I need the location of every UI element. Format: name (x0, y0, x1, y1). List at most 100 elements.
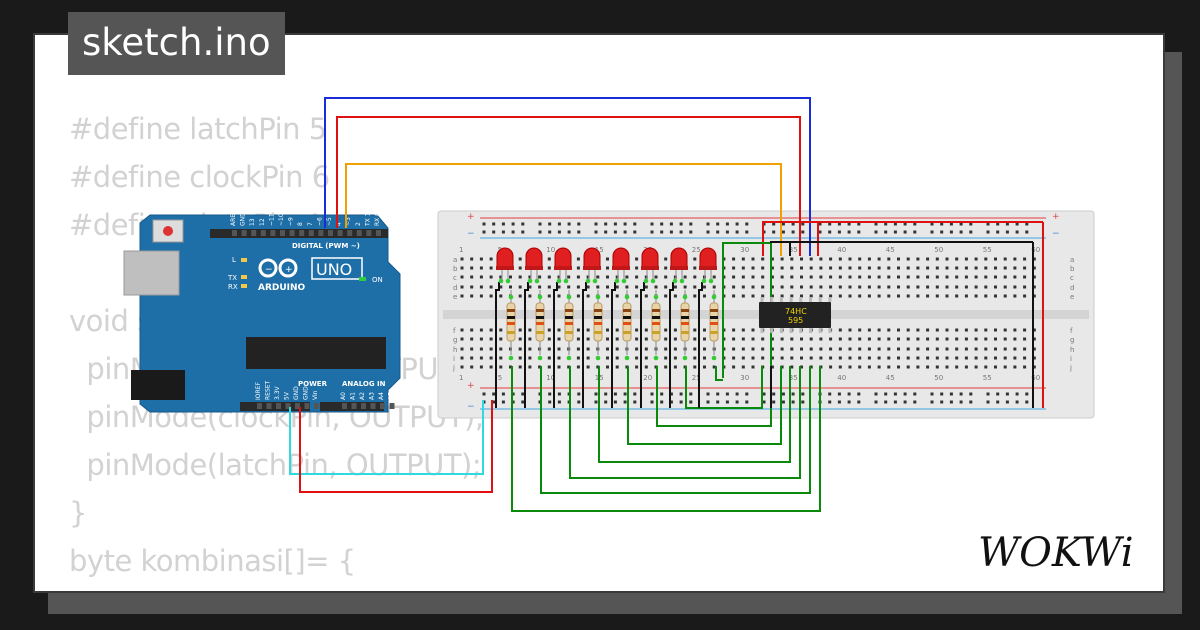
arduino-pin-label: 12 (259, 218, 266, 226)
wire-red-top (336, 116, 801, 256)
resistor[interactable] (506, 290, 516, 361)
led[interactable] (554, 247, 572, 284)
led[interactable] (583, 247, 601, 284)
arduino-pin-label: ~10 (278, 213, 285, 226)
breadboard-row-letter: d (1070, 284, 1074, 292)
led[interactable] (496, 247, 514, 284)
arduino-pin-socket[interactable] (389, 403, 395, 409)
chip-pin (760, 328, 764, 333)
breadboard-col-number: 35 (789, 374, 798, 382)
resistor[interactable] (622, 290, 632, 361)
led[interactable] (699, 247, 717, 284)
arduino-pin-socket[interactable] (376, 230, 381, 236)
chip-pin (799, 328, 803, 333)
led[interactable] (612, 247, 630, 284)
arduino-pin-socket[interactable] (299, 230, 305, 236)
arduino-pin-socket[interactable] (351, 403, 357, 409)
shift-register-74hc595[interactable]: 74HC 595 (759, 297, 832, 333)
led[interactable] (641, 247, 659, 284)
arduino-pin-socket[interactable] (257, 403, 262, 409)
arduino-pin-socket[interactable] (266, 403, 272, 409)
arduino-pin-socket[interactable] (304, 403, 310, 409)
breadboard-row-letter: g (1070, 336, 1074, 344)
arduino-pin-socket[interactable] (241, 230, 247, 236)
breadboard-col-number: 30 (740, 374, 749, 382)
arduino-pin-socket[interactable] (295, 403, 300, 409)
analog-in-label: ANALOG IN (342, 380, 386, 388)
arduino-pin-socket[interactable] (342, 403, 347, 409)
arduino-pin-socket[interactable] (285, 403, 291, 409)
breadboard-row-letter: b (1070, 265, 1075, 273)
rx-label: RX (228, 283, 238, 291)
breadboard-row-letter: d (453, 284, 457, 292)
resistor[interactable] (564, 290, 574, 361)
chip-pin (779, 328, 783, 333)
arduino-pin-label: A2 (359, 392, 366, 400)
breadboard-col-number: 55 (983, 374, 992, 382)
led-array (496, 247, 719, 361)
wire-green-2 (540, 366, 811, 494)
wire-green-4 (598, 366, 791, 463)
led[interactable] (670, 247, 688, 284)
breadboard-row-letter: c (453, 274, 457, 282)
arduino-pin-label: A5 (388, 392, 395, 400)
breadboard-col-number: 50 (934, 246, 943, 254)
led[interactable] (525, 247, 543, 284)
chip-pin (809, 297, 812, 302)
arduino-pin-socket[interactable] (347, 230, 353, 236)
svg-text:−: − (1052, 229, 1060, 239)
breadboard-col-number: 50 (934, 374, 943, 382)
arduino-pin-socket[interactable] (366, 230, 372, 236)
arduino-pin-socket[interactable] (289, 230, 295, 236)
arduino-pin-socket[interactable] (232, 230, 237, 236)
breadboard-row-letter: f (453, 327, 456, 335)
resistor[interactable] (593, 290, 603, 361)
svg-text:+: + (1052, 212, 1060, 222)
arduino-pin-socket[interactable] (370, 403, 376, 409)
arduino-pin-label: RX 0 (374, 212, 381, 226)
wire-black-led-gnd (640, 282, 645, 408)
arduino-pin-socket[interactable] (337, 230, 343, 236)
code-line: byte kombinasi[]= { (69, 544, 356, 578)
wire-green-8 (715, 366, 723, 381)
wire-green-7 (685, 366, 763, 409)
arduino-pin-socket[interactable] (276, 403, 281, 409)
wire-green-1 (511, 366, 821, 512)
arduino-pin-socket[interactable] (380, 403, 385, 409)
svg-text:−: − (467, 402, 475, 412)
resistor[interactable] (709, 290, 719, 361)
arduino-pin-socket[interactable] (251, 230, 257, 236)
arduino-uno-board[interactable]: − + UNO ARDUINO DIGITAL (PWM ~) POWER AN… (123, 210, 401, 413)
svg-text:−: − (265, 265, 273, 275)
breadboard-row-letter: j (1069, 364, 1072, 372)
arduino-pin-label: A1 (350, 392, 357, 400)
chip-label-line1: 74HC (785, 307, 807, 316)
arduino-pin-socket[interactable] (328, 230, 333, 236)
arduino-pin-socket[interactable] (280, 230, 285, 236)
arduino-pin-label: GND (240, 212, 247, 226)
arduino-pin-socket[interactable] (270, 230, 276, 236)
arduino-pin-socket[interactable] (260, 230, 266, 236)
code-line: #define latchPin 5 (69, 112, 327, 146)
breadboard-row-letter: a (453, 256, 457, 264)
arduino-pin-socket[interactable] (361, 403, 366, 409)
arduino-logo-icon: − + (258, 258, 298, 278)
arduino-brand-label: ARDUINO (258, 283, 306, 293)
resistor[interactable] (651, 290, 661, 361)
arduino-pin-label: 2 (355, 222, 362, 226)
arduino-pin-socket[interactable] (314, 403, 319, 409)
arduino-pin-label: 3.3V (274, 385, 281, 400)
arduino-pin-socket[interactable] (318, 230, 324, 236)
uno-label: UNO (316, 260, 352, 279)
breadboard-row-letter: h (1070, 346, 1074, 354)
arduino-pin-socket[interactable] (308, 230, 314, 236)
breadboard-col-number: 60 (1031, 246, 1040, 254)
wire-orange (345, 163, 782, 256)
resistor[interactable] (680, 290, 690, 361)
arduino-pin-socket[interactable] (356, 230, 362, 236)
wire-black-led-gnd (698, 282, 703, 408)
chip-pin (828, 328, 832, 333)
breadboard-col-number: 1 (459, 374, 463, 382)
resistor[interactable] (535, 290, 545, 361)
